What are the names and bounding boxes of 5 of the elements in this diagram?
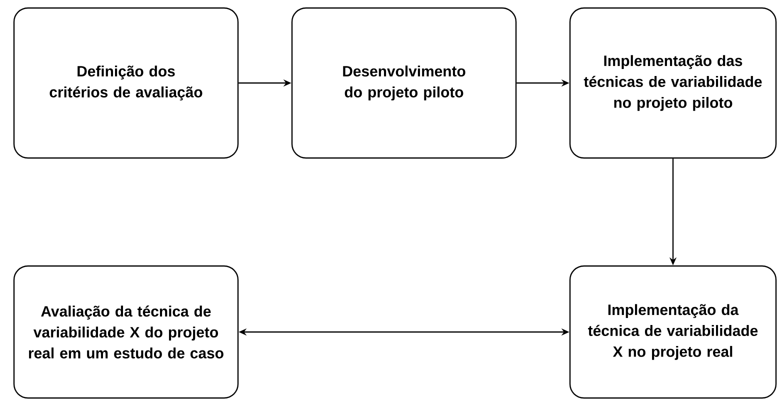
process-box: Desenvolvimento do projeto piloto [291,7,517,159]
process-box: Definição dos critérios de avaliação [13,7,239,159]
process-box: Avaliação da técnica de variabilidade X do projeto real em um estudo de caso [13,265,239,399]
process-box: Implementação das técnicas de variabilidade no projeto piloto [569,7,777,159]
process-box: Implementação da técnica de variabilidade X no projeto real [569,265,777,399]
